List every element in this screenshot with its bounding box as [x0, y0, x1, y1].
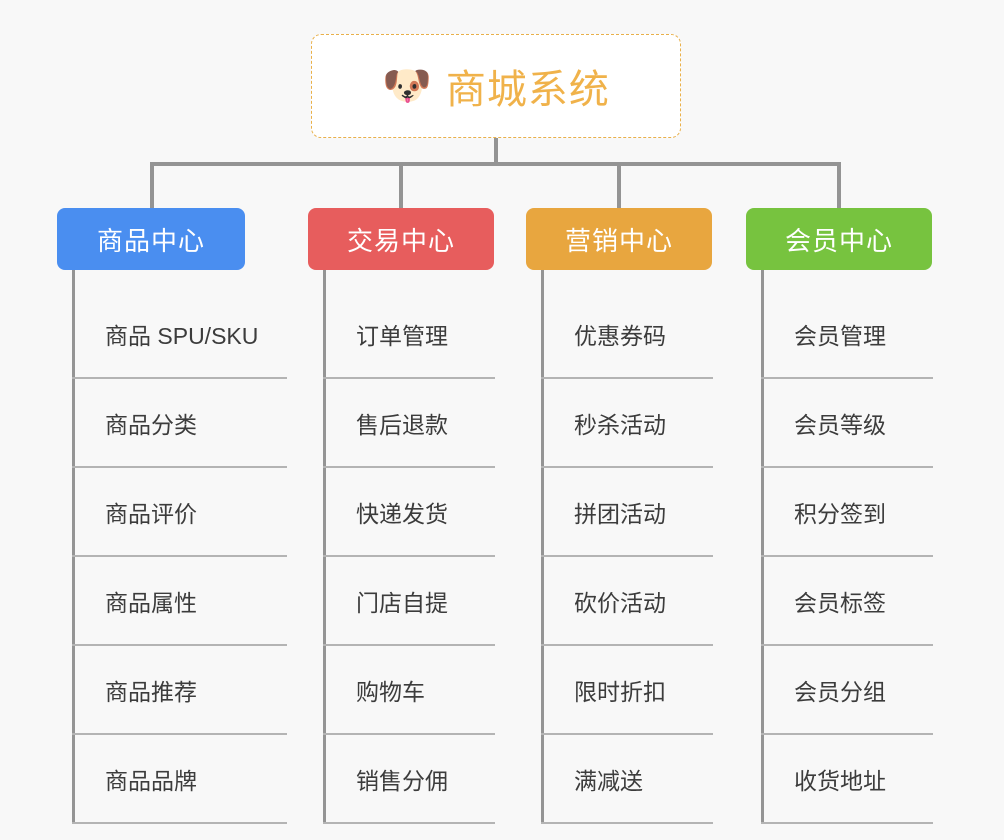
leaf-item[interactable]: 砍价活动 [541, 557, 713, 646]
root-node[interactable]: 🐶 商城系统 [311, 34, 681, 138]
leaf-item[interactable]: 会员等级 [761, 379, 933, 468]
connector-root-stem [494, 138, 498, 164]
leaf-item[interactable]: 限时折扣 [541, 646, 713, 735]
leaf-item[interactable]: 商品分类 [72, 379, 287, 468]
leaf-item[interactable]: 商品品牌 [72, 735, 287, 824]
leaf-item[interactable]: 满减送 [541, 735, 713, 824]
leaf-list-product: 商品 SPU/SKU 商品分类 商品评价 商品属性 商品推荐 商品品牌 [57, 270, 287, 824]
root-title: 商城系统 [445, 68, 610, 112]
leaf-item[interactable]: 门店自提 [323, 557, 495, 646]
leaf-item[interactable]: 商品推荐 [72, 646, 287, 735]
category-header-trade[interactable]: 交易中心 [308, 208, 494, 270]
branch-column-marketing: 营销中心 优惠券码 秒杀活动 拼团活动 砍价活动 限时折扣 满减送 [526, 208, 722, 824]
leaf-item[interactable]: 销售分佣 [323, 735, 495, 824]
leaf-item[interactable]: 商品评价 [72, 468, 287, 557]
leaf-list-marketing: 优惠券码 秒杀活动 拼团活动 砍价活动 限时折扣 满减送 [526, 270, 722, 824]
leaf-item[interactable]: 购物车 [323, 646, 495, 735]
branch-column-member: 会员中心 会员管理 会员等级 积分签到 会员标签 会员分组 收货地址 [746, 208, 942, 824]
category-header-product[interactable]: 商品中心 [57, 208, 245, 270]
connector-horizontal-bar [150, 162, 841, 166]
leaf-item[interactable]: 会员管理 [761, 290, 933, 379]
leaf-item[interactable]: 会员标签 [761, 557, 933, 646]
leaf-item[interactable]: 售后退款 [323, 379, 495, 468]
category-header-marketing[interactable]: 营销中心 [526, 208, 712, 270]
connector-drop-4 [837, 162, 841, 208]
connector-drop-1 [150, 162, 154, 208]
branch-column-product: 商品中心 商品 SPU/SKU 商品分类 商品评价 商品属性 商品推荐 商品品牌 [57, 208, 287, 824]
leaf-item[interactable]: 收货地址 [761, 735, 933, 824]
leaf-item[interactable]: 秒杀活动 [541, 379, 713, 468]
category-header-member[interactable]: 会员中心 [746, 208, 932, 270]
connector-drop-3 [617, 162, 621, 208]
leaf-list-member: 会员管理 会员等级 积分签到 会员标签 会员分组 收货地址 [746, 270, 942, 824]
branch-column-trade: 交易中心 订单管理 售后退款 快递发货 门店自提 购物车 销售分佣 [308, 208, 504, 824]
leaf-item[interactable]: 积分签到 [761, 468, 933, 557]
leaf-item[interactable]: 拼团活动 [541, 468, 713, 557]
leaf-item[interactable]: 快递发货 [323, 468, 495, 557]
leaf-list-trade: 订单管理 售后退款 快递发货 门店自提 购物车 销售分佣 [308, 270, 504, 824]
leaf-item[interactable]: 商品 SPU/SKU [72, 290, 287, 379]
leaf-item[interactable]: 会员分组 [761, 646, 933, 735]
leaf-item[interactable]: 订单管理 [323, 290, 495, 379]
leaf-item[interactable]: 商品属性 [72, 557, 287, 646]
leaf-item[interactable]: 优惠券码 [541, 290, 713, 379]
shiba-dog-face-icon: 🐶 [382, 64, 432, 108]
connector-drop-2 [399, 162, 403, 208]
